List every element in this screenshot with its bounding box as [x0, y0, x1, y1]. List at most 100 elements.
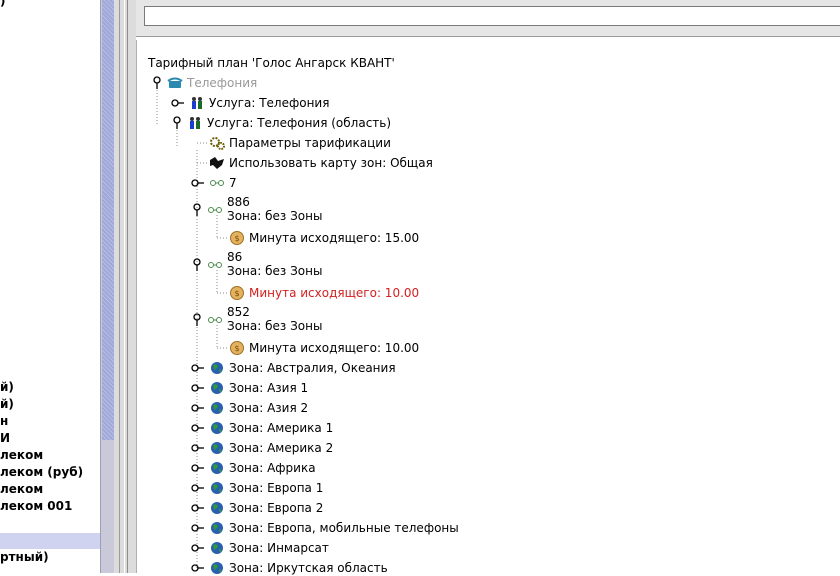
list-item[interactable]: ) — [0, 0, 6, 8]
svg-text:$: $ — [234, 234, 239, 243]
globe-icon — [211, 402, 223, 414]
link-icon — [208, 317, 222, 323]
tree-node-zone[interactable]: Зона: Африка — [191, 460, 316, 476]
link-icon — [208, 262, 222, 268]
globe-icon — [211, 362, 223, 374]
tree-node-zone-map[interactable]: Использовать карту зон: Общая — [209, 155, 433, 171]
tree-node-params[interactable]: Параметры тарификации — [209, 135, 391, 151]
prefix-code: 852 — [227, 305, 250, 319]
tree-node-label: Зона: Азия 1 — [229, 381, 309, 395]
tree-node-label: Параметры тарификации — [229, 136, 391, 150]
list-item[interactable]: й) — [0, 380, 14, 394]
collapsed-handle-icon[interactable] — [191, 541, 205, 555]
tree-node-telephony[interactable]: Телефония — [151, 75, 257, 91]
tree-node-zone[interactable]: Зона: Европа 2 — [191, 500, 323, 516]
tree-node-service[interactable]: Услуга: Телефония (область) — [171, 115, 391, 131]
collapsed-handle-icon[interactable] — [191, 561, 205, 575]
tree-node-zone[interactable]: Зона: Инмарсат — [191, 540, 329, 556]
collapsed-handle-icon[interactable] — [191, 481, 205, 495]
tree-node-zone[interactable]: Зона: Америка 2 — [191, 440, 333, 456]
splitter-line — [119, 0, 120, 573]
tree-node-zone[interactable]: Зона: Иркутская область — [191, 560, 388, 576]
link-icon — [210, 180, 224, 186]
tree-node-prefix[interactable]: 7 — [191, 175, 237, 191]
tree-node-minute[interactable]: $ Минута исходящего: 10.00 — [229, 340, 419, 356]
collapsed-handle-icon[interactable] — [191, 501, 205, 515]
tree-node-label: Минута исходящего: 15.00 — [249, 231, 420, 245]
collapsed-handle-icon[interactable] — [171, 96, 185, 110]
collapsed-handle-icon[interactable] — [191, 176, 205, 190]
tree-node-label: Зона: Европа 2 — [229, 501, 324, 515]
globe-icon — [211, 522, 223, 534]
collapsed-handle-icon[interactable] — [191, 441, 205, 455]
tree-node-minute[interactable]: $ Минута исходящего: 15.00 — [229, 230, 419, 246]
collapsed-handle-icon[interactable] — [191, 421, 205, 435]
scrollbar-thumb[interactable] — [102, 0, 114, 440]
expanded-handle-icon[interactable] — [191, 203, 203, 217]
tree-node-label: Телефония — [187, 76, 258, 90]
tree-node-zone[interactable]: Зона: Европа 1 — [191, 480, 323, 496]
splitter[interactable] — [114, 0, 136, 573]
tree-node-label: Зона: Иркутская область — [229, 561, 388, 575]
collapsed-handle-icon[interactable] — [191, 401, 205, 415]
tree-node-label: Зона: Америка 1 — [229, 421, 334, 435]
tree-root[interactable]: Тарифный план 'Голос Ангарск КВАНТ' — [148, 55, 395, 71]
globe-icon — [211, 462, 223, 474]
tree-node-prefix[interactable]: 86 Зона: без Зоны — [191, 250, 322, 280]
tree-node-prefix[interactable]: 886 Зона: без Зоны — [191, 195, 322, 225]
globe-icon — [211, 562, 223, 574]
map-icon — [210, 157, 224, 169]
tree-node-label: Зона: Европа 1 — [229, 481, 324, 495]
expanded-handle-icon[interactable] — [151, 76, 163, 90]
tree-node-minute-highlighted[interactable]: $ Минута исходящего: 10.00 — [229, 285, 419, 301]
globe-icon — [211, 442, 223, 454]
expanded-handle-icon[interactable] — [191, 313, 203, 327]
tree-node-service[interactable]: Услуга: Телефония — [171, 95, 329, 111]
tree-node-label: Зона: Америка 2 — [229, 441, 334, 455]
tree-node-zone[interactable]: Зона: Америка 1 — [191, 420, 333, 436]
collapsed-handle-icon[interactable] — [191, 461, 205, 475]
tree-node-label: Зона: Европа, мобильные телефоны — [229, 521, 459, 535]
expanded-handle-icon[interactable] — [191, 258, 203, 272]
list-item[interactable]: н — [0, 414, 9, 428]
tree-node-zone[interactable]: Зона: Австралия, Океания — [191, 360, 396, 376]
prefix-zone: Зона: без Зоны — [227, 209, 323, 223]
globe-icon — [211, 502, 223, 514]
splitter-line — [124, 0, 125, 573]
globe-icon — [211, 482, 223, 494]
splitter-line — [127, 0, 128, 573]
coin-icon: $ — [230, 231, 244, 245]
tree-node-zone[interactable]: Зона: Азия 2 — [191, 400, 308, 416]
tree-node-label: Зона: Австралия, Океания — [229, 361, 396, 375]
coin-icon: $ — [230, 341, 244, 355]
list-item[interactable]: леком (руб) — [0, 465, 84, 479]
tree-node-label: Услуга: Телефония — [209, 96, 330, 110]
prefix-zone: Зона: без Зоны — [227, 264, 323, 278]
users-icon — [192, 97, 202, 109]
collapsed-handle-icon[interactable] — [191, 521, 205, 535]
tree-node-label: 7 — [229, 176, 237, 190]
tree-node-zone[interactable]: Зона: Европа, мобильные телефоны — [191, 520, 459, 536]
left-scrollbar[interactable] — [100, 0, 114, 573]
collapsed-handle-icon[interactable] — [191, 361, 205, 375]
list-item[interactable]: ртный) — [0, 550, 49, 564]
collapsed-handle-icon[interactable] — [191, 381, 205, 395]
globe-icon — [211, 422, 223, 434]
list-item[interactable]: леком — [0, 482, 44, 496]
list-item[interactable]: леком — [0, 448, 44, 462]
list-item[interactable]: й) — [0, 397, 14, 411]
list-item[interactable]: И — [0, 431, 11, 445]
tree-node-label: Зона: Азия 2 — [229, 401, 309, 415]
search-input[interactable] — [144, 6, 840, 26]
expanded-handle-icon[interactable] — [171, 116, 183, 130]
top-toolbar — [136, 0, 840, 37]
list-item-selected[interactable] — [0, 533, 100, 549]
tree-node-prefix[interactable]: 852 Зона: без Зоны — [191, 305, 322, 335]
gears-icon — [210, 137, 225, 150]
list-item[interactable]: леком 001 — [0, 499, 73, 513]
tree-node-label: Услуга: Телефония (область) — [207, 116, 392, 130]
tree-node-zone[interactable]: Зона: Азия 1 — [191, 380, 308, 396]
tree-node-label: Зона: Инмарсат — [229, 541, 329, 555]
globe-icon — [211, 542, 223, 554]
left-list-panel: ) й) й) н И леком леком (руб) леком леко… — [0, 0, 100, 573]
